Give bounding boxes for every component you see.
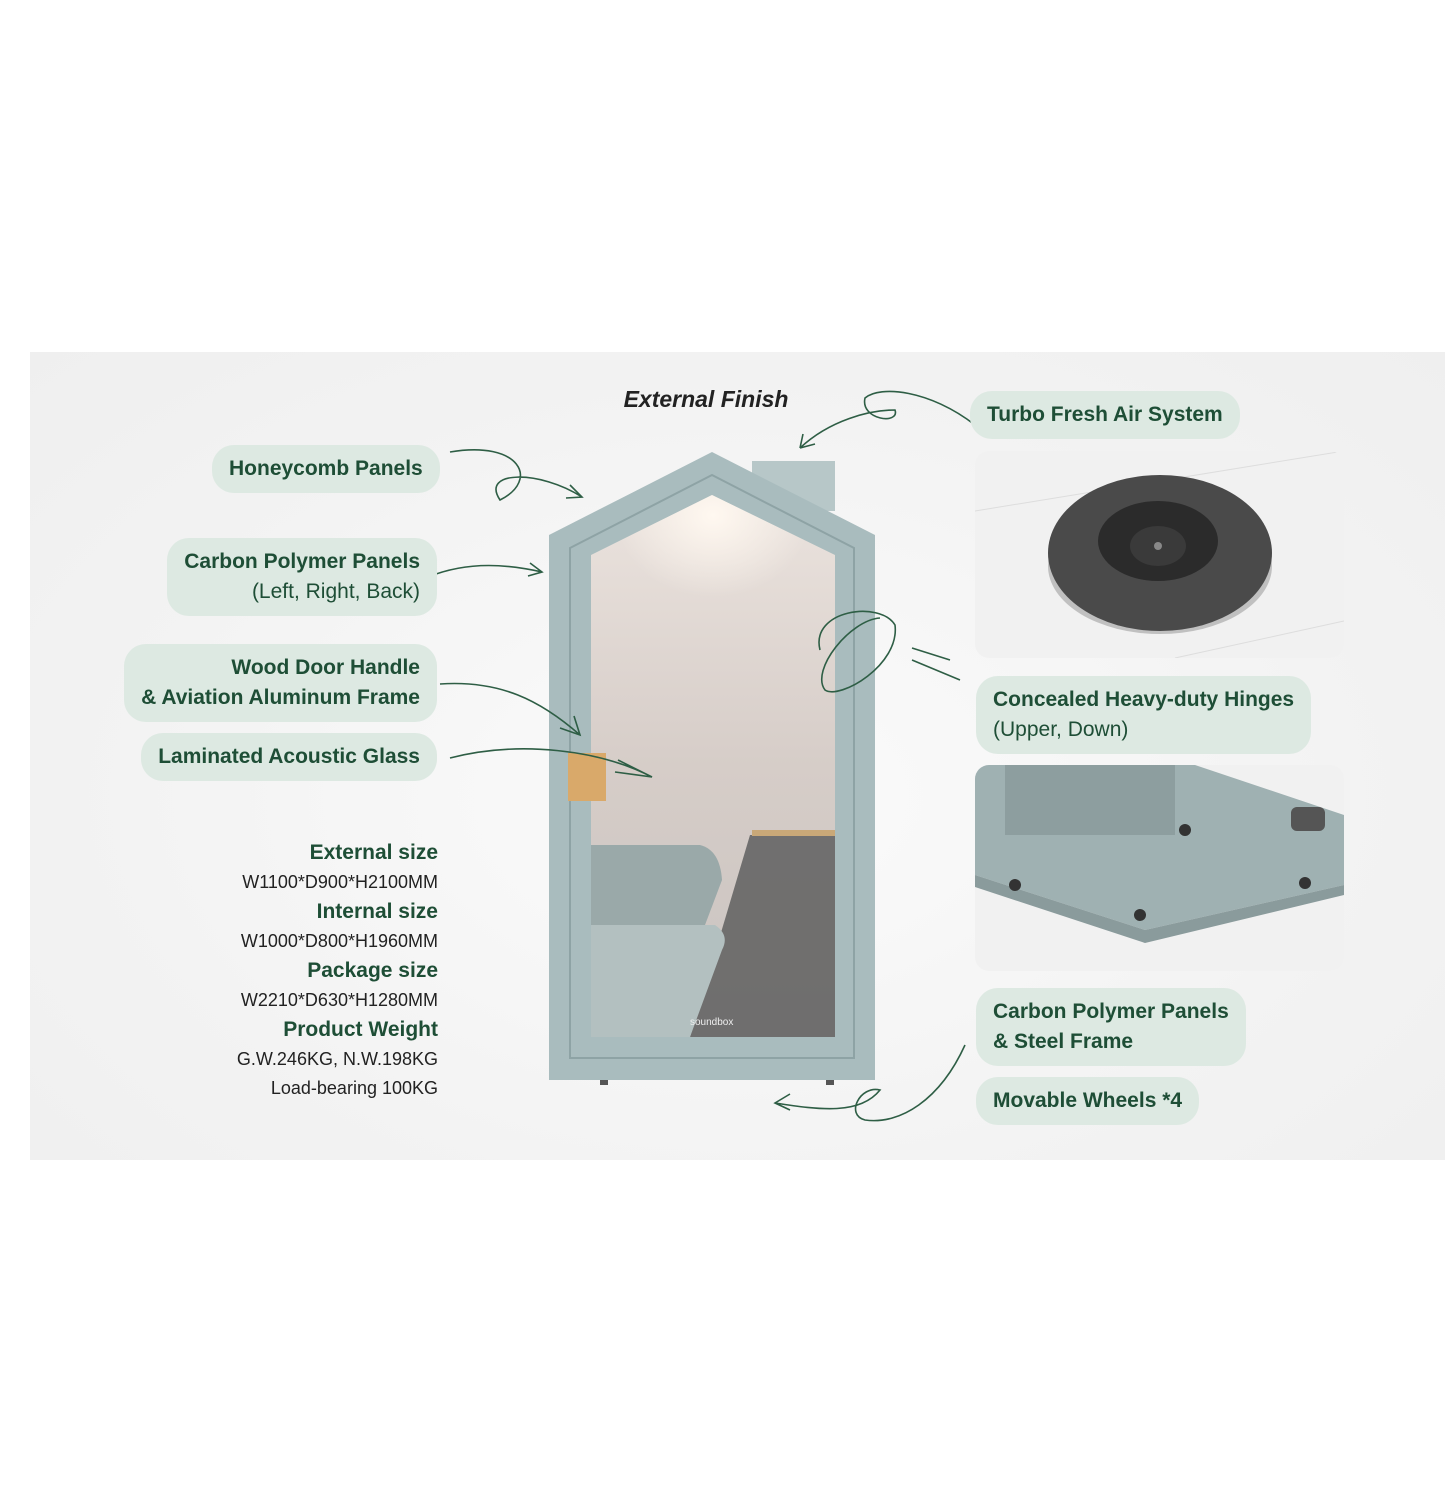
label-laminated-glass: Laminated Acoustic Glass bbox=[141, 733, 437, 781]
product-weight-label: Product Weight bbox=[283, 1018, 438, 1041]
label-wood-door-handle: Wood Door Handle & Aviation Aluminum Fra… bbox=[124, 644, 437, 722]
external-size-label: External size bbox=[309, 841, 438, 864]
label-movable-wheels: Movable Wheels *4 bbox=[976, 1077, 1200, 1125]
label-honeycomb-panels: Honeycomb Panels bbox=[212, 445, 440, 493]
label-text-2: & Aviation Aluminum Frame bbox=[141, 686, 420, 709]
label-text: Movable Wheels *4 bbox=[993, 1089, 1183, 1112]
spec-list: External size W1100*D900*H2100MM Interna… bbox=[150, 838, 438, 1103]
load-bearing-value: Load-bearing 100KG bbox=[270, 1078, 438, 1098]
arrow-glass bbox=[449, 748, 653, 778]
label-carbon-polymer-panels: Carbon Polymer Panels (Left, Right, Back… bbox=[167, 538, 437, 616]
label-text: Laminated Acoustic Glass bbox=[158, 745, 420, 768]
arrow-turbo bbox=[799, 390, 976, 449]
arrow-honeycomb bbox=[449, 449, 584, 502]
label-text: Concealed Heavy-duty Hinges bbox=[993, 688, 1295, 711]
label-steel-frame: Carbon Polymer Panels & Steel Frame bbox=[976, 988, 1246, 1066]
internal-size-label: Internal size bbox=[316, 900, 438, 923]
seat bbox=[591, 845, 722, 925]
hinge-scribble bbox=[818, 610, 896, 693]
wheels-hinges-photo bbox=[975, 765, 1344, 971]
wood-door-handle bbox=[568, 753, 606, 801]
external-size-value: W1100*D900*H2100MM bbox=[242, 872, 438, 892]
label-subtext: (Left, Right, Back) bbox=[251, 580, 420, 603]
arrow-wood bbox=[439, 682, 582, 737]
external-finish-title: External Finish bbox=[623, 386, 789, 412]
label-subtext: (Upper, Down) bbox=[993, 718, 1129, 741]
package-size-value: W2210*D630*H1280MM bbox=[240, 990, 438, 1010]
package-size-label: Package size bbox=[307, 959, 438, 982]
label-text: Honeycomb Panels bbox=[229, 457, 423, 480]
label-text-2: & Steel Frame bbox=[993, 1030, 1134, 1053]
label-text: Wood Door Handle bbox=[231, 656, 420, 679]
desk-area bbox=[690, 835, 835, 1037]
arrow-carbon bbox=[427, 562, 544, 578]
arrow-wheels bbox=[773, 1044, 966, 1122]
fresh-air-fan-photo bbox=[975, 451, 1344, 658]
product-weight-value: G.W.246KG, N.W.198KG bbox=[236, 1049, 438, 1069]
label-turbo-fresh-air: Turbo Fresh Air System bbox=[970, 391, 1240, 439]
label-text: Carbon Polymer Panels bbox=[184, 550, 420, 573]
label-text: Carbon Polymer Panels bbox=[993, 1000, 1229, 1023]
brand-logo: soundbox bbox=[690, 1017, 733, 1028]
internal-size-value: W1000*D800*H1960MM bbox=[240, 931, 438, 951]
label-text: Turbo Fresh Air System bbox=[987, 403, 1223, 426]
label-concealed-hinges: Concealed Heavy-duty Hinges (Upper, Down… bbox=[976, 676, 1312, 754]
